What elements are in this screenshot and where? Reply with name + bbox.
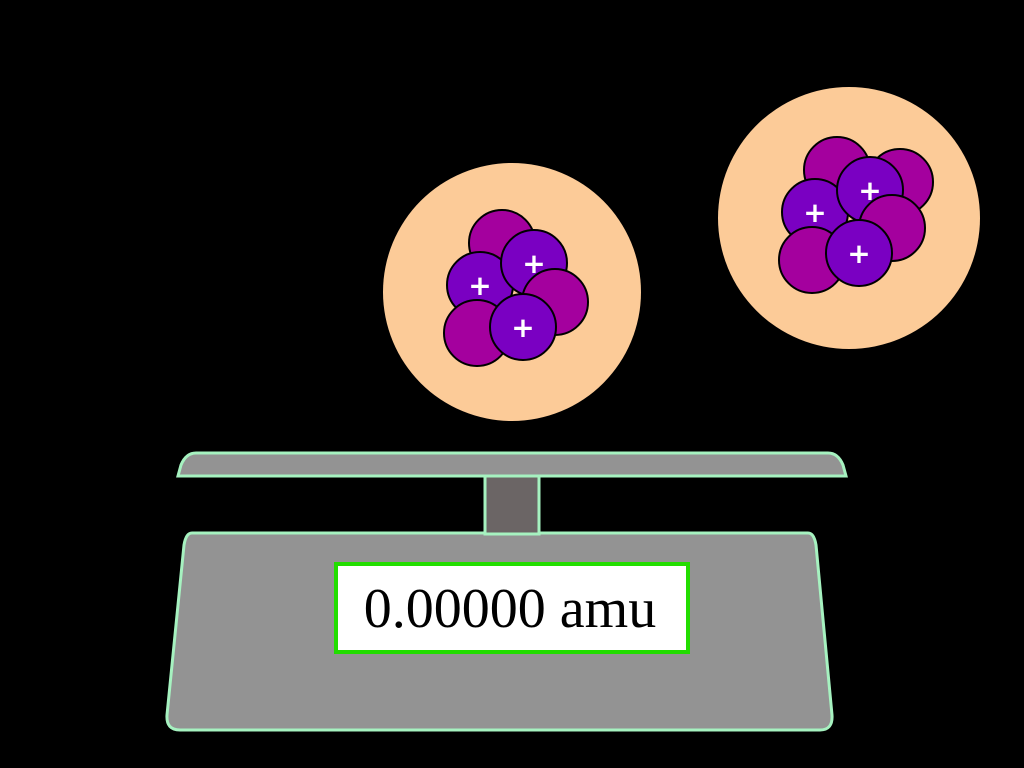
left-atom: + + + <box>383 163 641 421</box>
proton <box>825 219 893 287</box>
scale-stem <box>483 474 541 536</box>
nucleus: + + + <box>778 136 934 294</box>
proton-charge: + <box>511 311 534 344</box>
scale-pan <box>176 451 848 478</box>
scale-readout: 0.00000 amu <box>364 578 656 640</box>
scale: 0.00000 amu <box>165 451 848 732</box>
scale-display <box>334 562 690 654</box>
proton <box>489 293 557 361</box>
right-atom: + + + <box>718 87 980 349</box>
nucleus: + + + <box>443 209 589 367</box>
proton-charge: + <box>468 269 491 302</box>
proton-charge: + <box>847 237 870 270</box>
atom-cloud <box>718 87 980 349</box>
proton-charge: + <box>803 196 826 229</box>
